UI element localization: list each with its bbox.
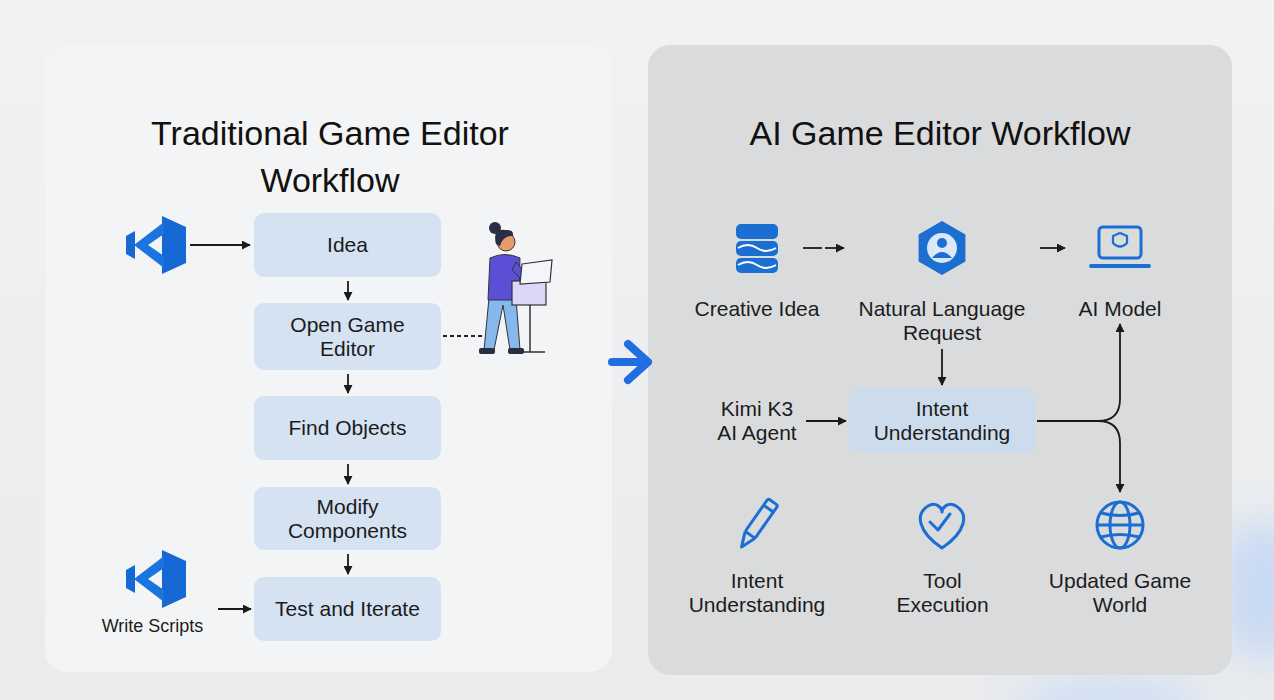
globe-equator <box>1097 524 1143 527</box>
node-label: Test and Iterate <box>275 597 420 621</box>
heart-outline <box>920 504 963 548</box>
avatar-head <box>937 238 947 248</box>
node-label: Natural Language Request <box>847 297 1037 345</box>
layer-wave <box>738 245 776 251</box>
laptop-icon <box>1091 227 1149 266</box>
layer-slab <box>736 224 778 239</box>
process-box: Test and Iterate <box>254 577 441 641</box>
process-box: Open Game Editor <box>254 303 441 370</box>
laptop-shield <box>1113 233 1127 247</box>
node-label: Kimi K3 AI Agent <box>711 397 803 445</box>
flow-arrow <box>941 349 943 385</box>
node-label: Write Scripts <box>90 615 215 637</box>
person-legs <box>484 298 520 350</box>
process-box: Idea <box>254 213 441 277</box>
layer-wave <box>738 262 776 268</box>
node-label: Open Game Editor <box>273 313 423 361</box>
node-label: Creative Idea <box>692 297 822 321</box>
layer-slab <box>736 258 778 273</box>
person-shoe <box>508 348 524 354</box>
laptop-screen <box>1099 227 1141 258</box>
flow-arrow <box>347 464 349 484</box>
node-label: Modify Components <box>264 495 431 543</box>
glow-blob <box>1020 675 1200 700</box>
arrow-tail <box>803 247 822 249</box>
editor-logo <box>126 216 186 274</box>
node-label: Intent Understanding <box>677 569 837 617</box>
flow-arrow <box>1037 421 1120 492</box>
node-label: Idea <box>327 233 368 257</box>
laptop-base <box>1091 264 1149 268</box>
dashed-leader <box>443 335 482 337</box>
node-label: AI Model <box>1068 297 1172 321</box>
flow-arrow <box>347 554 349 574</box>
node-label: Intent Understanding <box>859 397 1025 445</box>
layers-icon <box>736 224 778 273</box>
globe-parallel <box>1101 513 1139 516</box>
avatar-circle <box>927 233 957 263</box>
icon-node: Updated Game World <box>1040 495 1200 617</box>
flow-arrow <box>347 374 349 393</box>
user-hexagon-icon <box>919 221 966 275</box>
flow-arrow <box>825 247 844 249</box>
flow-arrow <box>347 281 349 300</box>
pencil-body <box>745 499 778 539</box>
process-box: Modify Components <box>254 487 441 550</box>
icon-node: AI Model <box>1068 222 1172 321</box>
panel-title: AI Game Editor Workflow <box>668 110 1212 157</box>
node-label: Find Objects <box>289 416 407 440</box>
node-label: Updated Game World <box>1040 569 1200 617</box>
transition-arrow <box>612 344 648 380</box>
tablet <box>520 260 552 284</box>
globe-parallel <box>1101 535 1139 538</box>
person-hair-bun <box>489 222 501 234</box>
globe-outline <box>1097 502 1143 548</box>
stand-pole <box>529 305 531 352</box>
pencil-tip <box>737 531 755 550</box>
pencil-icon <box>737 499 778 551</box>
hexagon <box>919 221 966 275</box>
stand-box <box>512 281 546 305</box>
avatar-body <box>932 252 952 258</box>
flow-arrow <box>218 608 251 610</box>
process-box: Intent Understanding <box>849 388 1035 453</box>
process-box: Find Objects <box>254 396 441 460</box>
person-illustration <box>479 222 552 354</box>
globe-icon <box>1097 502 1143 548</box>
flow-arrow <box>806 420 846 422</box>
layer-slab <box>736 241 778 256</box>
heart-pulse-icon <box>920 504 963 548</box>
workflow-panel: AI Game Editor WorkflowCreative Idea Natu… <box>648 45 1232 675</box>
heart-pulse <box>930 514 950 530</box>
person-shoe <box>479 348 495 354</box>
flow-arrow <box>1037 324 1120 421</box>
editor-logo <box>126 550 186 608</box>
flow-arrow <box>190 244 250 246</box>
panel-title: Traditional Game Editor Workflow <box>100 110 560 204</box>
pencil-band <box>764 505 774 512</box>
node-label: Tool Execution <box>888 569 998 617</box>
agent-label-node: Kimi K3 AI Agent <box>711 397 803 445</box>
flow-arrow <box>1040 247 1065 249</box>
